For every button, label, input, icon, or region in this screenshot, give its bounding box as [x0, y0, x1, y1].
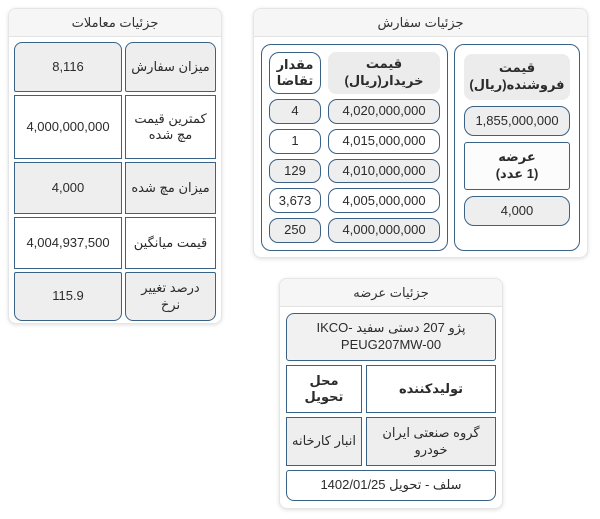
buyer-price-cell: 4,015,000,000	[328, 128, 440, 154]
delivery-location-header-cell: محل تحویل	[286, 365, 362, 413]
supply-body: پژو 207 دستی سفید -IKCO PEUG207MW-00 تول…	[280, 307, 502, 507]
product-name-line2: PEUG207MW-00	[340, 337, 442, 352]
demand-qty-cell: 250	[269, 218, 321, 243]
buyer-column: قیمت خریدار(ریال) مقدار تقاضا 4,020,000,…	[261, 44, 448, 251]
order-row: 4,020,000,000 4	[269, 98, 440, 124]
seller-qty-value: 4,000	[464, 196, 570, 226]
order-row: 4,005,000,000 3,673	[269, 188, 440, 214]
table-row: گروه صنعتی ایران خودرو انبار کارخانه	[286, 417, 496, 466]
buyer-price-cell: 4,000,000,000	[328, 218, 440, 243]
buyer-price-cell: 4,020,000,000	[328, 98, 440, 124]
buyer-price-header: قیمت خریدار(ریال)	[328, 52, 440, 94]
trade-value: 4,000,000,000	[14, 95, 122, 159]
trade-value: 4,004,937,500	[14, 217, 122, 269]
trade-label: کمترین قیمت مچ شده	[125, 95, 216, 159]
trade-label: درصد تغییر نرخ	[125, 272, 216, 321]
trade-label: میزان مچ شده	[125, 162, 216, 214]
product-name-line1: پژو 207 دستی سفید -IKCO	[316, 320, 466, 336]
supply-label: عرضه	[498, 149, 536, 165]
table-row: درصد تغییر نرخ 115.9	[14, 272, 216, 321]
supply-panel: جزئیات عرضه پژو 207 دستی سفید -IKCO PEUG…	[279, 278, 503, 509]
trade-value: 4,000	[14, 162, 122, 214]
trade-value: 8,116	[14, 42, 122, 92]
producer-cell: گروه صنعتی ایران خودرو	[366, 417, 496, 466]
buyer-price-cell: 4,010,000,000	[328, 158, 440, 184]
contract-delivery-cell: سلف - تحویل 1402/01/25	[286, 470, 496, 501]
demand-qty-cell: 129	[269, 158, 321, 184]
demand-qty-cell: 1	[269, 128, 321, 154]
demand-qty-header: مقدار تقاضا	[269, 52, 321, 94]
order-row: 4,000,000,000 250	[269, 218, 440, 243]
producer-header-cell: تولیدکننده	[366, 365, 496, 413]
seller-price-value: 1,855,000,000	[464, 106, 570, 136]
orders-panel: جزئیات سفارش قیمت فروشنده(ریال) 1,855,00…	[253, 8, 588, 258]
orders-body: قیمت فروشنده(ریال) 1,855,000,000 عرضه (1…	[254, 37, 587, 258]
supply-panel-title: جزئیات عرضه	[280, 279, 502, 307]
trades-table: میزان سفارش 8,116 کمترین قیمت مچ شده 4,0…	[9, 37, 221, 326]
table-row: میزان سفارش 8,116	[14, 42, 216, 92]
orders-panel-title: جزئیات سفارش	[254, 9, 587, 37]
seller-column: قیمت فروشنده(ریال) 1,855,000,000 عرضه (1…	[454, 44, 580, 251]
table-row: میزان مچ شده 4,000	[14, 162, 216, 214]
trades-panel: جزئیات معاملات میزان سفارش 8,116 کمترین …	[8, 8, 222, 324]
trade-value: 115.9	[14, 272, 122, 321]
trade-label: قیمت میانگین	[125, 217, 216, 269]
trade-label: میزان سفارش	[125, 42, 216, 92]
delivery-location-cell: انبار کارخانه	[286, 417, 362, 466]
order-row: 4,015,000,000 1	[269, 128, 440, 154]
supply-count-box: عرضه (1 عدد)	[464, 142, 570, 190]
supply-count: (1 عدد)	[495, 166, 539, 181]
table-row: قیمت میانگین 4,004,937,500	[14, 217, 216, 269]
table-row: کمترین قیمت مچ شده 4,000,000,000	[14, 95, 216, 159]
table-row: تولیدکننده محل تحویل	[286, 365, 496, 413]
buyer-table-header: قیمت خریدار(ریال) مقدار تقاضا	[269, 52, 440, 94]
order-row: 4,010,000,000 129	[269, 158, 440, 184]
demand-qty-cell: 4	[269, 98, 321, 124]
product-name-cell: پژو 207 دستی سفید -IKCO PEUG207MW-00	[286, 313, 496, 361]
buyer-price-cell: 4,005,000,000	[328, 188, 440, 214]
seller-price-header: قیمت فروشنده(ریال)	[464, 54, 570, 100]
demand-qty-cell: 3,673	[269, 188, 321, 214]
trades-panel-title: جزئیات معاملات	[9, 9, 221, 37]
